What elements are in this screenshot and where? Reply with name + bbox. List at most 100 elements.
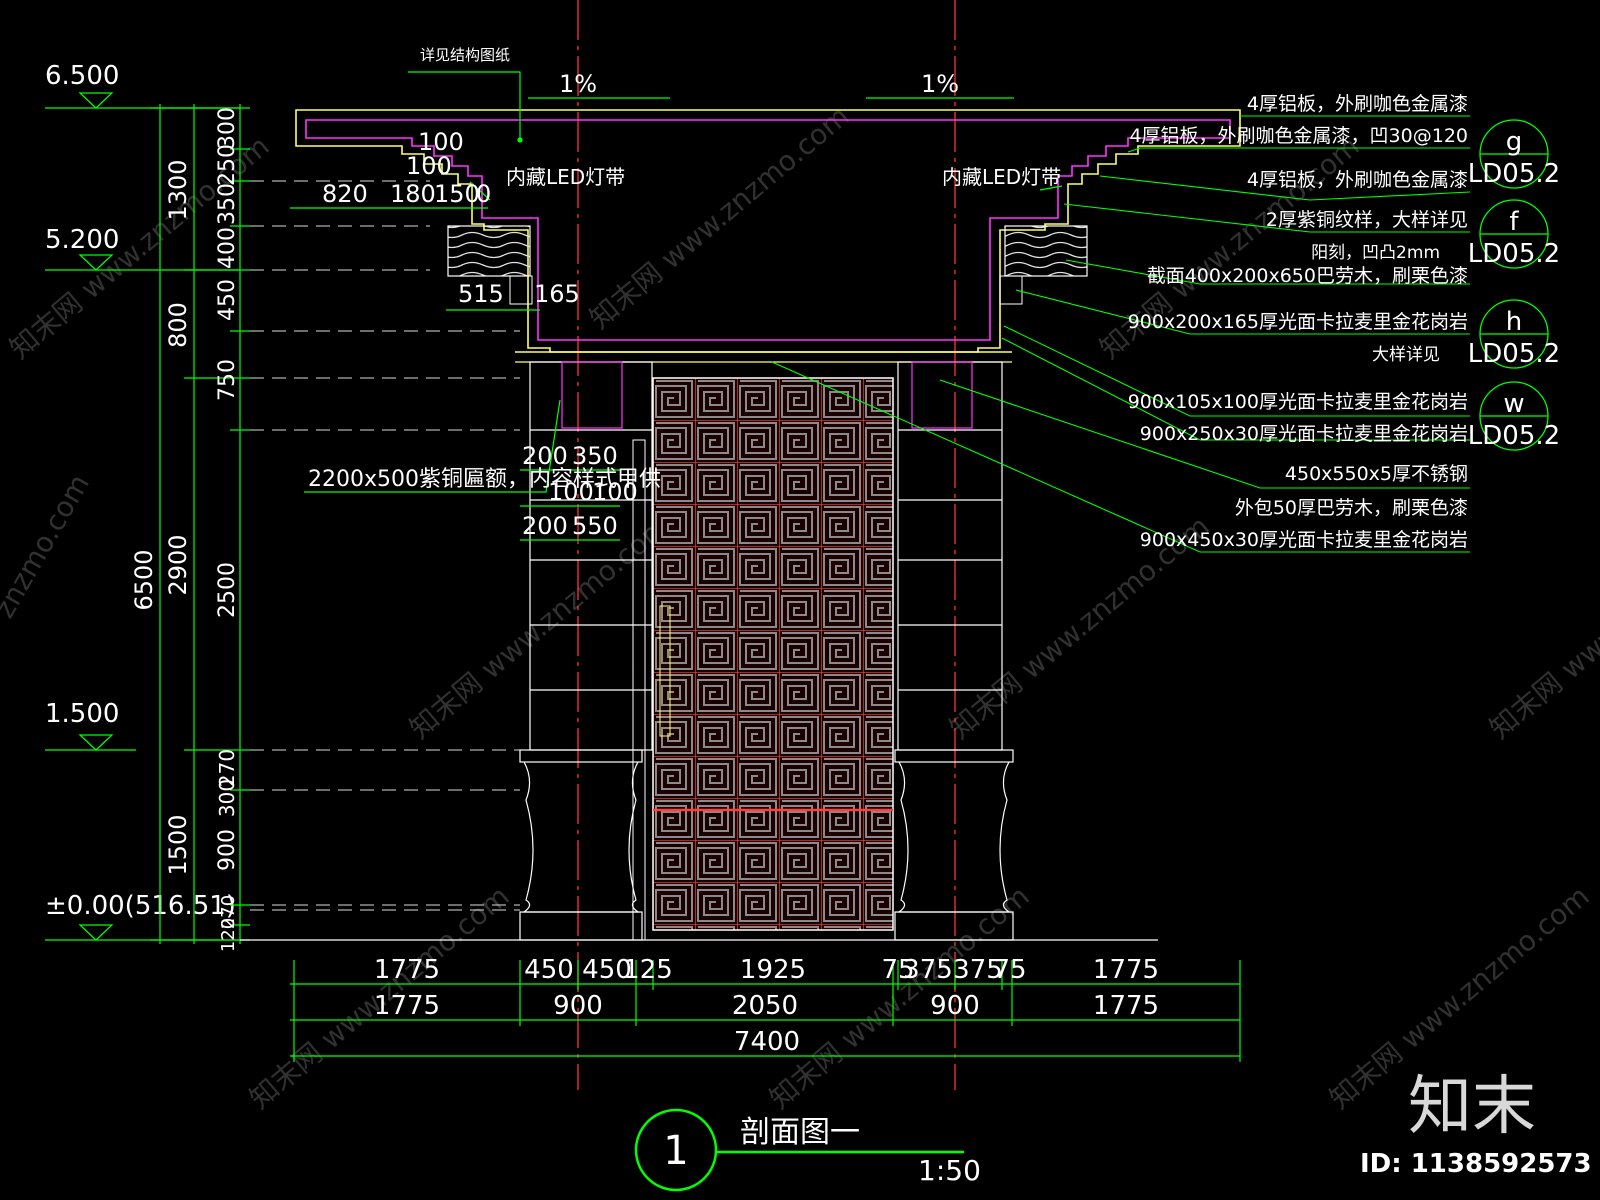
elevation-label: 5.200 bbox=[45, 225, 119, 255]
dim-label: 375 bbox=[953, 955, 1003, 985]
elevation-label: 6.500 bbox=[45, 61, 119, 91]
dim-label: 1775 bbox=[374, 955, 440, 985]
dim-label: 350 bbox=[572, 442, 618, 470]
detail-letter: f bbox=[1509, 207, 1519, 237]
material-note: 900x200x165厚光面卡拉麦里金花岗岩 bbox=[1128, 311, 1468, 333]
wood-beams bbox=[447, 225, 1088, 305]
brand-id: ID: 1138592573 bbox=[1360, 1149, 1592, 1179]
material-note: 截面400x200x650巴劳木，刷栗色漆 bbox=[1147, 265, 1468, 287]
material-note: 大样详见 bbox=[1372, 345, 1440, 365]
detail-sheet: LD05.2 bbox=[1468, 421, 1560, 451]
dim-label: 1500 bbox=[164, 814, 192, 875]
led-note: 内藏LED灯带 bbox=[506, 165, 625, 189]
material-note: 4厚铝板，外刷咖色金属漆，凹30@120 bbox=[1129, 125, 1468, 147]
dim-label: 270 bbox=[218, 895, 239, 929]
dim-label: 1775 bbox=[1093, 955, 1159, 985]
detail-letter: w bbox=[1503, 389, 1524, 419]
section-number: 1 bbox=[663, 1128, 688, 1174]
watermark-text: znzmo.com bbox=[0, 469, 96, 624]
dim-label: 7400 bbox=[734, 1027, 800, 1057]
dim-label: 180 bbox=[390, 180, 436, 208]
section-title: 1 剖面图一 1:50 bbox=[634, 1108, 981, 1192]
dim-label: 120 bbox=[218, 918, 239, 952]
dim-label: 100 bbox=[592, 478, 638, 506]
elevation-labels: 6.500 5.200 1.500 ±0.00(516.51) bbox=[45, 61, 236, 921]
top-notes bbox=[408, 71, 1063, 201]
signboard-note: 2200x500紫铜匾额，内容样式甲供 bbox=[308, 467, 661, 492]
left-column bbox=[519, 361, 653, 941]
dim-label: 300 bbox=[215, 779, 239, 817]
structure-note: 详见结构图纸 bbox=[420, 46, 510, 64]
dim-label: 400 bbox=[215, 227, 240, 269]
dim-label: 2050 bbox=[732, 991, 798, 1021]
dim-label: 1300 bbox=[164, 159, 192, 220]
bottom-dimension-lines bbox=[290, 960, 1241, 1062]
dim-label: 800 bbox=[164, 302, 192, 348]
left-detail-dims: 200 350 100 100 200 550 2200x500紫铜匾额，内容样… bbox=[304, 399, 661, 541]
material-note: 2厚紫铜纹样，大样详见 bbox=[1266, 209, 1468, 231]
dim-label: 750 bbox=[215, 359, 240, 401]
dim-label: 900 bbox=[930, 991, 980, 1021]
dim-label: 900 bbox=[215, 829, 240, 871]
canopy-detail-dims: 100 100 820 180 150 0 515 165 bbox=[290, 128, 580, 311]
dim-label: 1775 bbox=[1093, 991, 1159, 1021]
right-annotations: 4厚铝板，外刷咖色金属漆 4厚铝板，外刷咖色金属漆，凹30@120 4厚铝板，外… bbox=[1128, 93, 1468, 551]
detail-letter: h bbox=[1506, 307, 1522, 337]
material-note: 4厚铝板，外刷咖色金属漆 bbox=[1247, 169, 1468, 191]
dim-label: 300 bbox=[215, 107, 240, 149]
left-dimension-lines bbox=[150, 104, 250, 944]
dim-label: 375 bbox=[903, 955, 953, 985]
dim-label: 1775 bbox=[374, 991, 440, 1021]
detail-ref-labels: g LD05.2 f LD05.2 h LD05.2 w LD05.2 bbox=[1468, 127, 1560, 451]
dim-label: 450 bbox=[582, 955, 632, 985]
dim-label: 75 bbox=[881, 955, 914, 985]
material-note: 900x450x30厚光面卡拉麦里金花岗岩 bbox=[1140, 529, 1468, 551]
dim-label: 550 bbox=[572, 512, 618, 540]
level-guides bbox=[250, 180, 520, 911]
decorative-panel bbox=[632, 377, 894, 941]
dim-label: 200 bbox=[522, 442, 568, 470]
axis-lines bbox=[577, 0, 956, 1090]
dim-label: 820 bbox=[322, 180, 368, 208]
dim-label: 0 bbox=[476, 180, 491, 208]
right-column bbox=[894, 361, 1014, 941]
section-name: 剖面图一 bbox=[740, 1115, 860, 1150]
detail-ref-bubbles bbox=[1479, 119, 1549, 451]
detail-letter: g bbox=[1506, 127, 1523, 157]
material-note: 900x105x100厚光面卡拉麦里金花岗岩 bbox=[1128, 391, 1468, 413]
dim-label: 515 bbox=[458, 280, 504, 308]
detail-sheet: LD05.2 bbox=[1468, 339, 1560, 369]
material-note: 4厚铝板，外刷咖色金属漆 bbox=[1247, 93, 1468, 115]
led-note: 内藏LED灯带 bbox=[942, 165, 1061, 189]
dim-label: 450 bbox=[215, 279, 240, 321]
dim-label: 150 bbox=[434, 180, 480, 208]
watermark-text: 知末网 www.znzmo.com bbox=[583, 99, 855, 335]
dim-label: 125 bbox=[623, 955, 673, 985]
material-note: 450x550x5厚不锈钢 bbox=[1285, 463, 1468, 485]
dim-label: 200 bbox=[522, 512, 568, 540]
material-note: 阳刻，凹凸2mm bbox=[1311, 243, 1440, 263]
dim-label: 75 bbox=[993, 955, 1026, 985]
dim-label: 100 bbox=[406, 152, 452, 180]
dim-label: 6500 bbox=[130, 549, 158, 610]
elevation-label: ±0.00(516.51) bbox=[45, 891, 236, 921]
right-leaders bbox=[771, 115, 1471, 553]
slope-label: 1% bbox=[559, 70, 597, 98]
dim-label: 2900 bbox=[164, 534, 192, 595]
material-note: 900x250x30厚光面卡拉麦里金花岗岩 bbox=[1140, 423, 1468, 445]
dim-label: 165 bbox=[534, 280, 580, 308]
dim-label: 450 bbox=[524, 955, 574, 985]
watermark-text: 知末网 www.znzmo.com bbox=[1483, 509, 1600, 745]
watermark-text: 知末网 www.znzmo.com bbox=[403, 509, 675, 745]
brand-watermark: 知末 ID: 1138592573 bbox=[1360, 1070, 1592, 1179]
detail-sheet: LD05.2 bbox=[1468, 159, 1560, 189]
dim-label: 1925 bbox=[740, 955, 806, 985]
detail-sheet: LD05.2 bbox=[1468, 239, 1560, 269]
dim-label: 100 bbox=[418, 128, 464, 156]
dim-label: 2500 bbox=[215, 562, 240, 618]
left-dimension-labels: 6500 1300 800 2900 1500 300 250 350 400 … bbox=[130, 107, 240, 952]
dim-label: 900 bbox=[553, 991, 603, 1021]
dim-label: 350 bbox=[215, 183, 240, 225]
dim-label: 270 bbox=[215, 749, 239, 787]
